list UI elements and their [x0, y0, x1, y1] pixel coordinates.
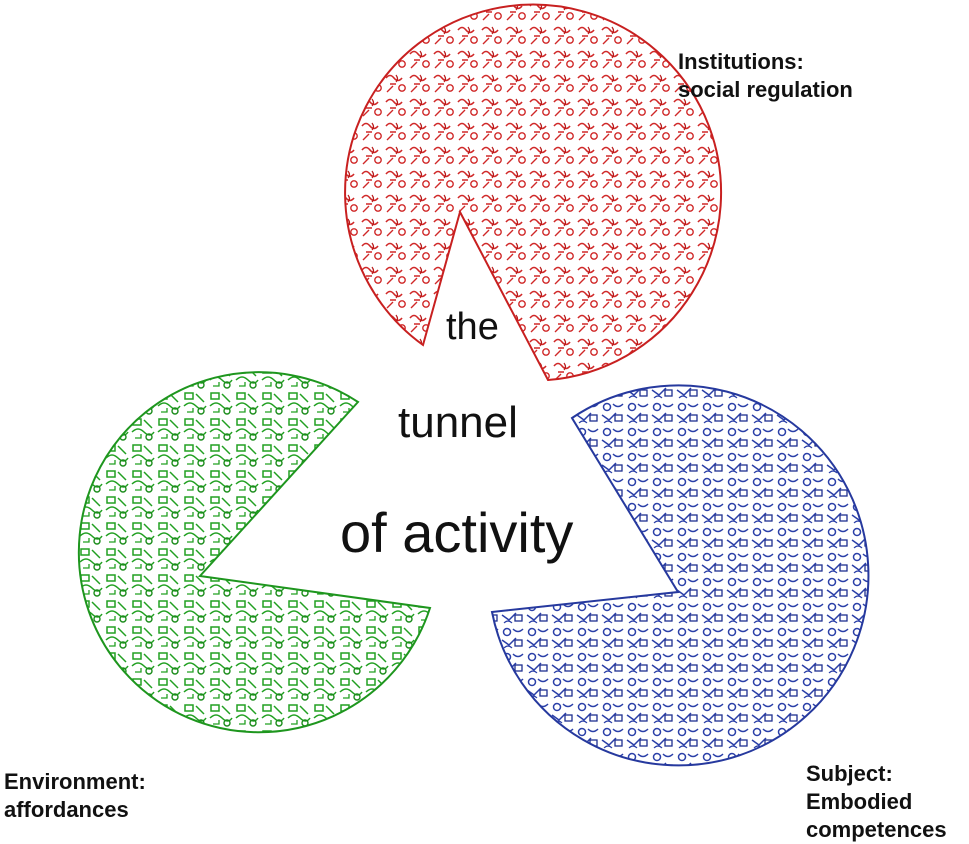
subject-title: Subject: [806, 761, 893, 786]
environment-title: Environment: [4, 769, 146, 794]
subject-line3: competences [806, 817, 947, 842]
institutions-title: Institutions: [678, 49, 804, 74]
subject-circle [490, 384, 870, 767]
environment-label: Environment: affordances [4, 768, 146, 824]
subject-line2: Embodied [806, 789, 913, 814]
subject-label: Subject: Embodied competences [806, 760, 947, 844]
institutions-subtitle: social regulation [678, 77, 853, 102]
center-text-the: the [446, 306, 499, 348]
environment-subtitle: affordances [4, 797, 129, 822]
center-text-of-activity: of activity [340, 501, 574, 564]
institutions-circle [344, 3, 723, 382]
environment-circle [77, 371, 432, 734]
center-text-tunnel: tunnel [398, 398, 518, 447]
institutions-label: Institutions: social regulation [678, 48, 853, 104]
